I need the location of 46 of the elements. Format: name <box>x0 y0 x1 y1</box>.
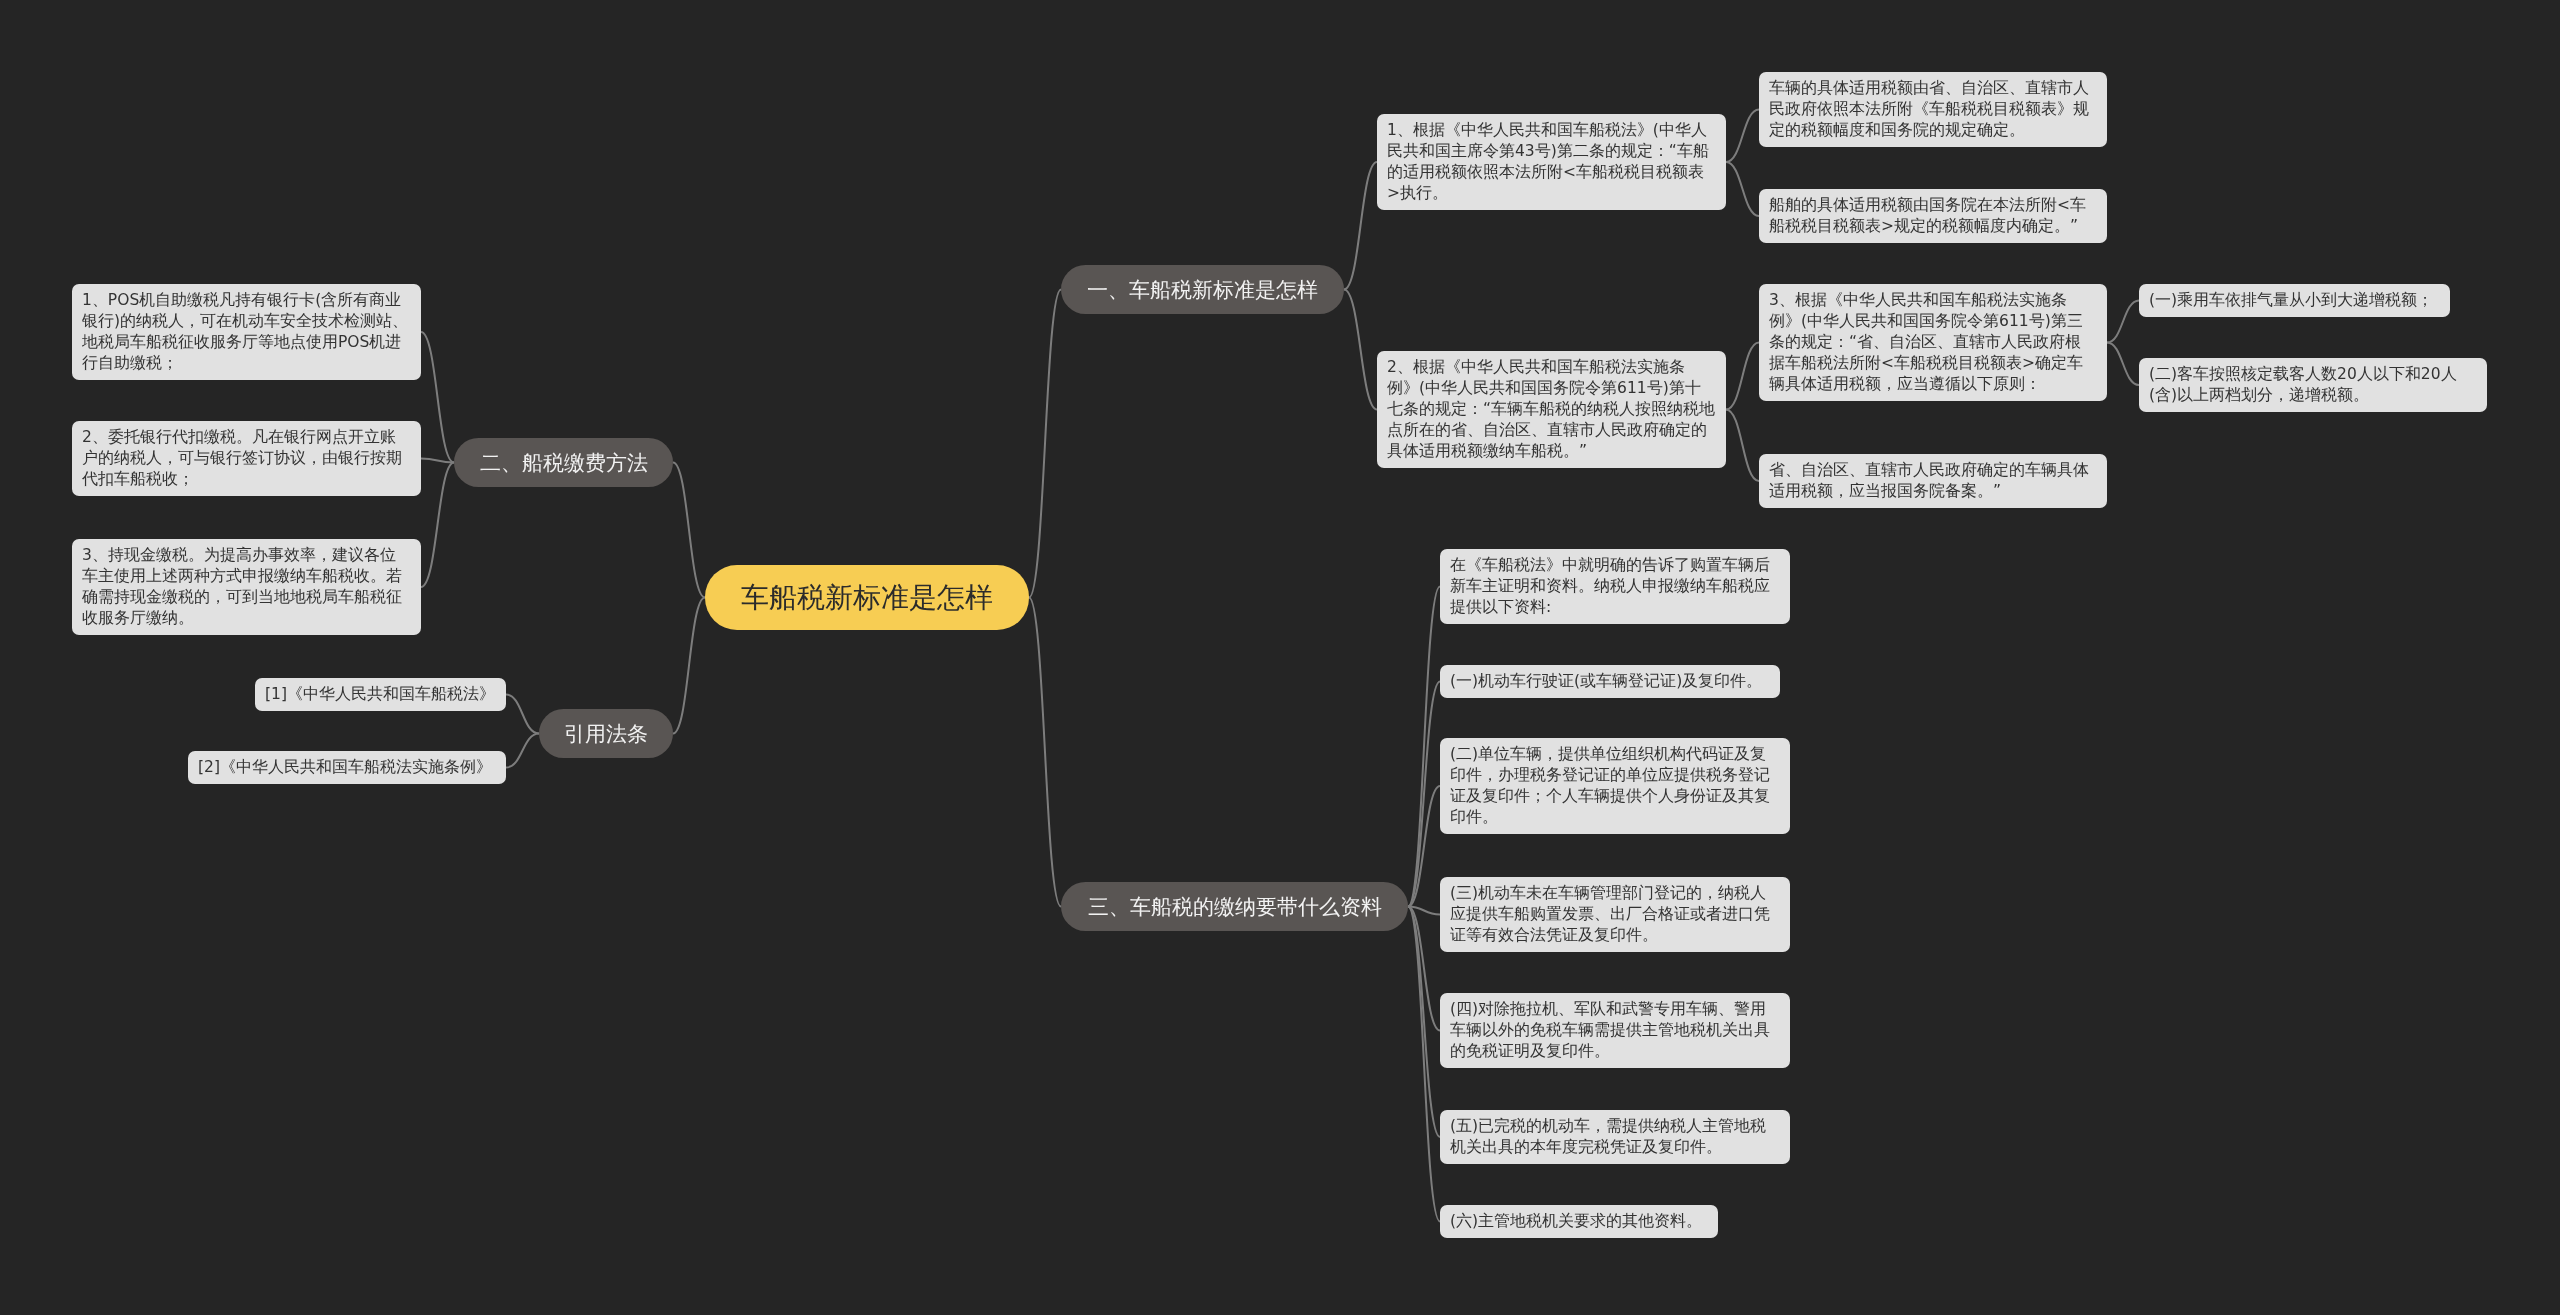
connector-line <box>1407 905 1441 1223</box>
connector-line <box>1028 596 1062 908</box>
connector-line <box>1343 288 1378 411</box>
connector-line <box>420 331 455 464</box>
central-topic: 车船税新标准是怎样 <box>705 565 1029 630</box>
note-box: [2]《中华人民共和国车船税法实施条例》 <box>188 751 506 784</box>
note-box: 1、POS机自助缴税凡持有银行卡(含所有商业银行)的纳税人，可在机动车安全技术检测站、地税局车船税征收服务厅等地点使用POS机进行自助缴税； <box>72 284 421 380</box>
note-box: 在《车船税法》中就明确的告诉了购置车辆后新车主证明和资料。纳税人申报缴纳车船税应提供以下资料: <box>1440 549 1790 624</box>
note-box: 船舶的具体适用税额由国务院在本法所附<车船税税目税额表>规定的税额幅度内确定。” <box>1759 189 2107 243</box>
note-box: [1]《中华人民共和国车船税法》 <box>255 678 506 711</box>
note-box: (一)乘用车依排气量从小到大递增税额； <box>2139 284 2450 317</box>
connector-line <box>1725 108 1760 163</box>
note-box: 省、自治区、直辖市人民政府确定的车辆具体适用税额，应当报国务院备案。” <box>1759 454 2107 508</box>
connector-line <box>2106 299 2140 344</box>
connector-line <box>420 461 455 588</box>
topic-pill: 三、车船税的缴纳要带什么资料 <box>1061 882 1408 931</box>
connector-line <box>672 596 706 735</box>
connector-line <box>672 461 706 599</box>
connector-line <box>1343 161 1378 291</box>
connector-line <box>420 457 455 464</box>
note-box: 3、持现金缴税。为提高办事效率，建议各位车主使用上述两种方式申报缴纳车船税收。若确需持现金缴税的，可到当地地税局车船税征收服务厅缴纳。 <box>72 539 421 635</box>
connector-line <box>2106 341 2140 386</box>
connector-line <box>1725 341 1760 411</box>
note-box: (一)机动车行驶证(或车辆登记证)及复印件。 <box>1440 665 1780 698</box>
note-box: (六)主管地税机关要求的其他资料。 <box>1440 1205 1718 1238</box>
connector-line <box>1407 680 1441 908</box>
note-box: (二)单位车辆，提供单位组织机构代码证及复印件，办理税务登记证的单位应提供税务登记证及复印件；个人车辆提供个人身份证及其复印件。 <box>1440 738 1790 834</box>
connector-line <box>505 693 540 735</box>
connector-line <box>505 732 540 769</box>
connector-line <box>1725 408 1760 482</box>
topic-pill: 一、车船税新标准是怎样 <box>1061 265 1344 314</box>
connector-line <box>1407 785 1441 908</box>
connector-line <box>1725 161 1760 217</box>
note-box: (五)已完税的机动车，需提供纳税人主管地税机关出具的本年度完税凭证及复印件。 <box>1440 1110 1790 1164</box>
note-box: (四)对除拖拉机、军队和武警专用车辆、警用车辆以外的免税车辆需提供主管地税机关出具的免税证明及复印件。 <box>1440 993 1790 1068</box>
note-box: (三)机动车未在车辆管理部门登记的，纳税人应提供车船购置发票、出厂合格证或者进口凭证等有效合法凭证及复印件。 <box>1440 877 1790 952</box>
note-box: 3、根据《中华人民共和国车船税法实施条例》(中华人民共和国国务院令第611号)第三条的规定：“省、自治区、直辖市人民政府根据车船税法所附<车船税税目税额表>确定车辆具体适用税额，应当遵循以下原则： <box>1759 284 2107 401</box>
note-box: (二)客车按照核定载客人数20人以下和20人(含)以上两档划分，递增税额。 <box>2139 358 2487 412</box>
topic-pill: 引用法条 <box>539 709 673 758</box>
note-box: 2、根据《中华人民共和国车船税法实施条例》(中华人民共和国国务院令第611号)第十七条的规定：“车辆车船税的纳税人按照纳税地点所在的省、自治区、直辖市人民政府确定的具体适用税额缴纳车船税。” <box>1377 351 1726 468</box>
connector-line <box>1407 905 1441 1138</box>
connector-line <box>1028 288 1062 599</box>
note-box: 车辆的具体适用税额由省、自治区、直辖市人民政府依照本法所附《车船税税目税额表》规定的税额幅度和国务院的规定确定。 <box>1759 72 2107 147</box>
note-box: 2、委托银行代扣缴税。凡在银行网点开立账户的纳税人，可与银行签订协议，由银行按期代扣车船税收； <box>72 421 421 496</box>
topic-pill: 二、船税缴费方法 <box>454 438 673 487</box>
note-box: 1、根据《中华人民共和国车船税法》(中华人民共和国主席令第43号)第二条的规定：“车船的适用税额依照本法所附<车船税税目税额表>执行。 <box>1377 114 1726 210</box>
